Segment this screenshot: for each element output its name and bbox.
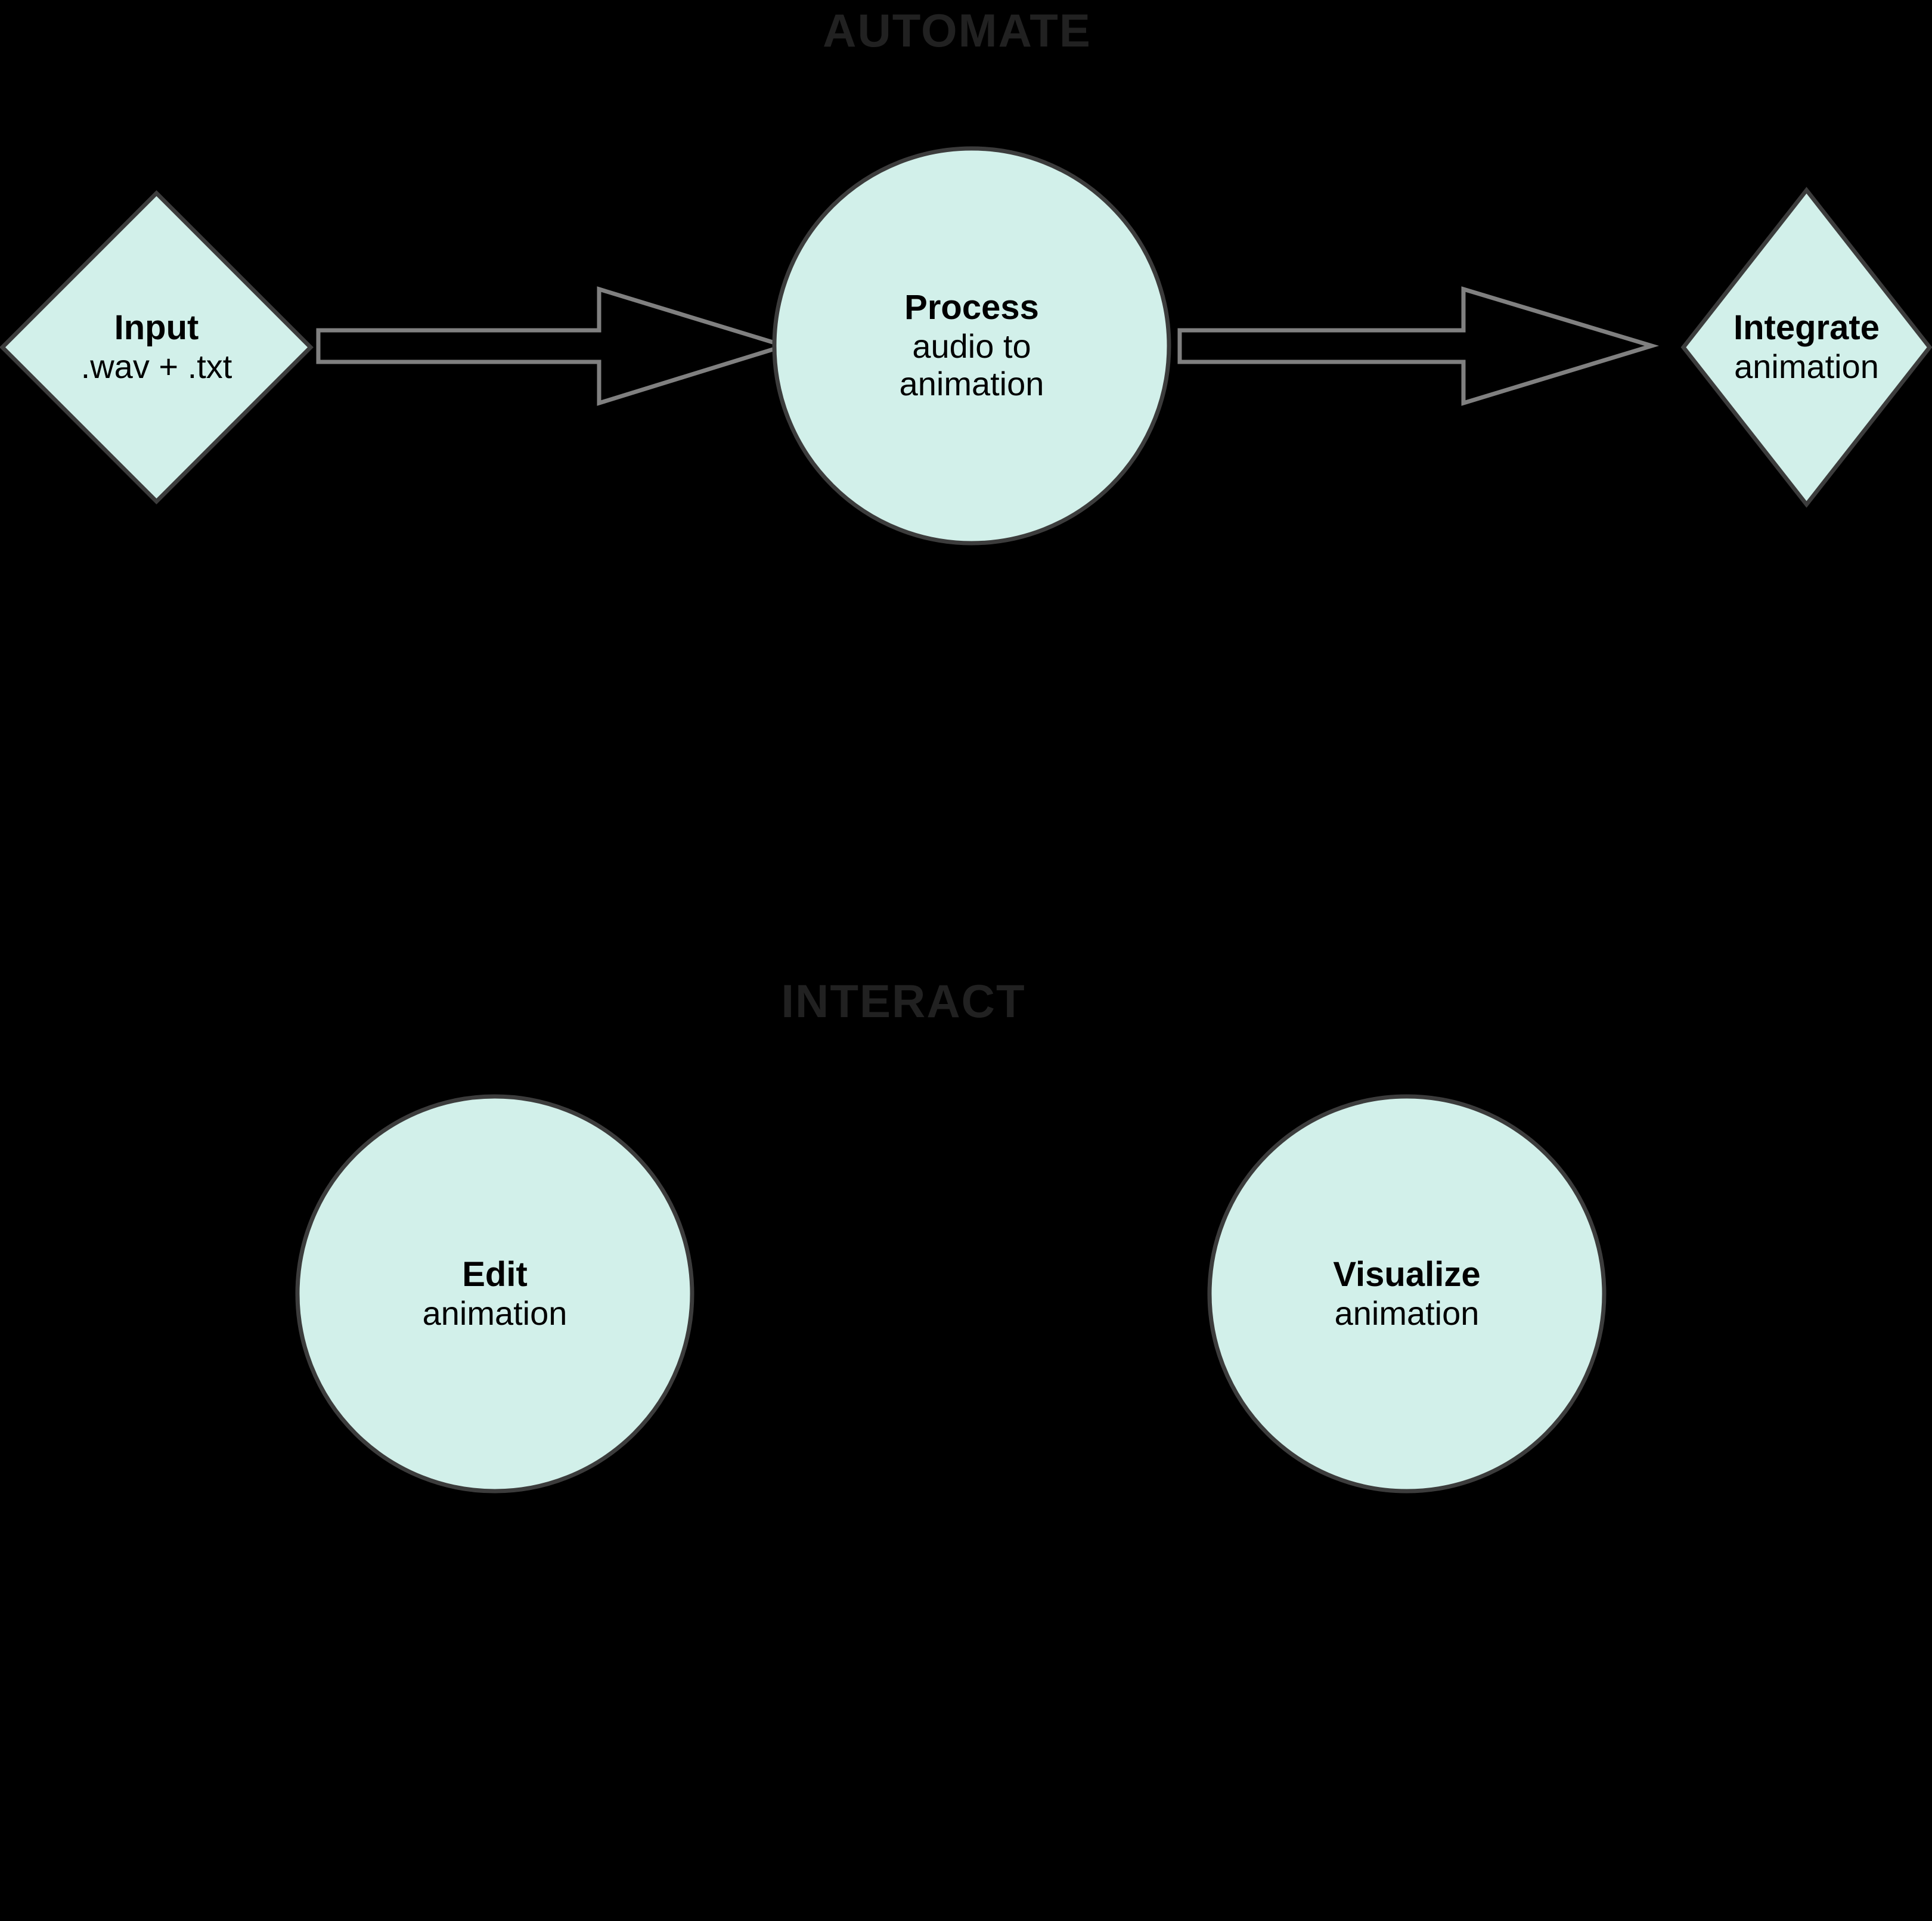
block-arrow-icon	[316, 286, 792, 406]
edge-process-to-integrate	[1177, 285, 1660, 407]
node-integrate[interactable]: Integrate animation	[1680, 187, 1932, 508]
node-edit[interactable]: Edit animation	[295, 1094, 694, 1494]
section-header-interact: INTERACT	[781, 975, 1026, 1027]
diamond-shape-integrate	[1680, 187, 1932, 508]
circle-shape-edit	[295, 1094, 694, 1494]
node-process[interactable]: Process audio to animation	[772, 146, 1171, 546]
node-input[interactable]: Input .wav + .txt	[0, 190, 314, 504]
block-arrow-icon	[1177, 286, 1660, 406]
diamond-shape-input	[0, 190, 314, 504]
node-visualize[interactable]: Visualize animation	[1207, 1094, 1607, 1494]
circle-shape-process	[772, 146, 1171, 546]
edge-input-to-process	[316, 285, 792, 407]
circle-shape-visualize	[1207, 1094, 1607, 1494]
section-header-automate: AUTOMATE	[823, 4, 1091, 57]
